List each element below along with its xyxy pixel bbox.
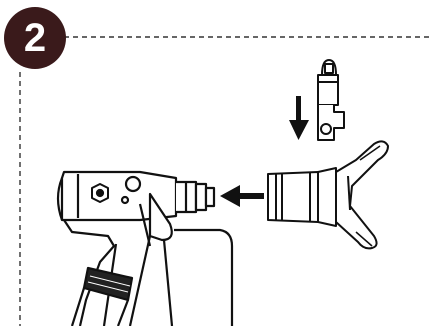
down-arrow-icon (289, 96, 309, 140)
step-number: 2 (24, 18, 46, 58)
spray-gun (58, 172, 232, 326)
left-arrow-icon (220, 185, 264, 207)
tip-guard (268, 141, 388, 248)
step-number-badge: 2 (4, 7, 66, 69)
spray-tip (318, 60, 344, 140)
